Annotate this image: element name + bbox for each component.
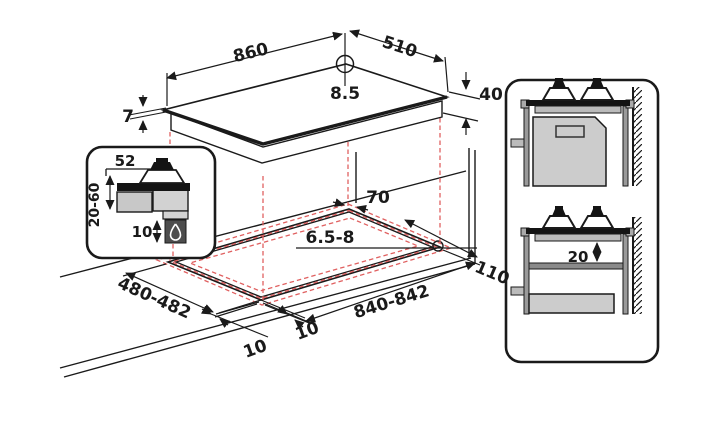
hob-footprint-dash	[155, 203, 453, 306]
ext-line	[260, 299, 306, 319]
plate-thickness-lines	[128, 107, 167, 120]
hob-tray-side	[534, 233, 622, 242]
dim-gas-connection: 10	[132, 223, 153, 241]
shelf-board	[528, 262, 624, 270]
ext-line	[444, 56, 449, 93]
gas-inlet-left	[510, 286, 525, 296]
dim-fixing-hole: 6.5-8	[306, 228, 355, 248]
section-above-oven	[510, 78, 642, 187]
burner-body-lower	[162, 210, 189, 220]
burner-cap-top	[156, 158, 168, 162]
dim-rear-clearance: 70	[366, 188, 390, 208]
wall-hatch-top	[633, 87, 642, 186]
dim-hob-depth: 510	[380, 32, 420, 62]
ext-line	[210, 313, 269, 338]
worktop-section	[116, 191, 153, 213]
dim-worktop-thickness: 20-60	[87, 182, 103, 227]
cabinet-side-right	[622, 233, 629, 315]
dim-plate-thickness: 7	[122, 107, 134, 127]
worktop-dimensions	[122, 198, 481, 338]
oven-vent	[555, 125, 585, 138]
side-section-panel	[504, 78, 660, 364]
burner-side	[541, 206, 577, 229]
burner-width-bracket	[105, 168, 155, 176]
ext-line	[442, 112, 479, 122]
burner-side	[579, 78, 615, 101]
flame-icon	[169, 223, 182, 241]
burner-side	[579, 206, 615, 229]
hob-front-edges	[162, 95, 448, 146]
drawer-front	[528, 293, 615, 314]
oven-body	[532, 116, 607, 187]
pan-support-section	[138, 169, 186, 184]
dim-burner-width: 52	[115, 152, 136, 170]
burner-detail-inset	[85, 145, 217, 260]
dim-body-height: 40	[479, 85, 503, 105]
wall-hatch-bottom	[633, 217, 642, 314]
dim-hob-width: 860	[231, 39, 270, 67]
hob-isometric	[128, 33, 450, 164]
ext-line	[448, 91, 481, 100]
burner-cap-section	[150, 162, 174, 170]
section-above-shelf	[510, 206, 642, 315]
dim-hole-diameter: 8.5	[330, 84, 360, 104]
hob-tray-side	[534, 105, 622, 114]
hob-body	[170, 100, 443, 164]
dim-shelf-gap: 20	[568, 248, 589, 266]
burner-body-section	[152, 189, 189, 212]
hob-dimensions	[138, 29, 481, 135]
hob-plate-section	[117, 183, 190, 191]
gas-inlet-left	[510, 138, 525, 148]
dim-edge-margin-left: 10	[241, 336, 270, 363]
ext-line	[218, 299, 262, 314]
burner-side	[541, 78, 577, 101]
cabinet-side-right	[622, 105, 629, 187]
hob-plate-side	[526, 228, 630, 234]
ext-line	[214, 303, 258, 318]
cutout-inner-dash	[187, 217, 420, 292]
cabinet-side-left	[523, 105, 530, 187]
hob-plate-side	[526, 100, 630, 106]
